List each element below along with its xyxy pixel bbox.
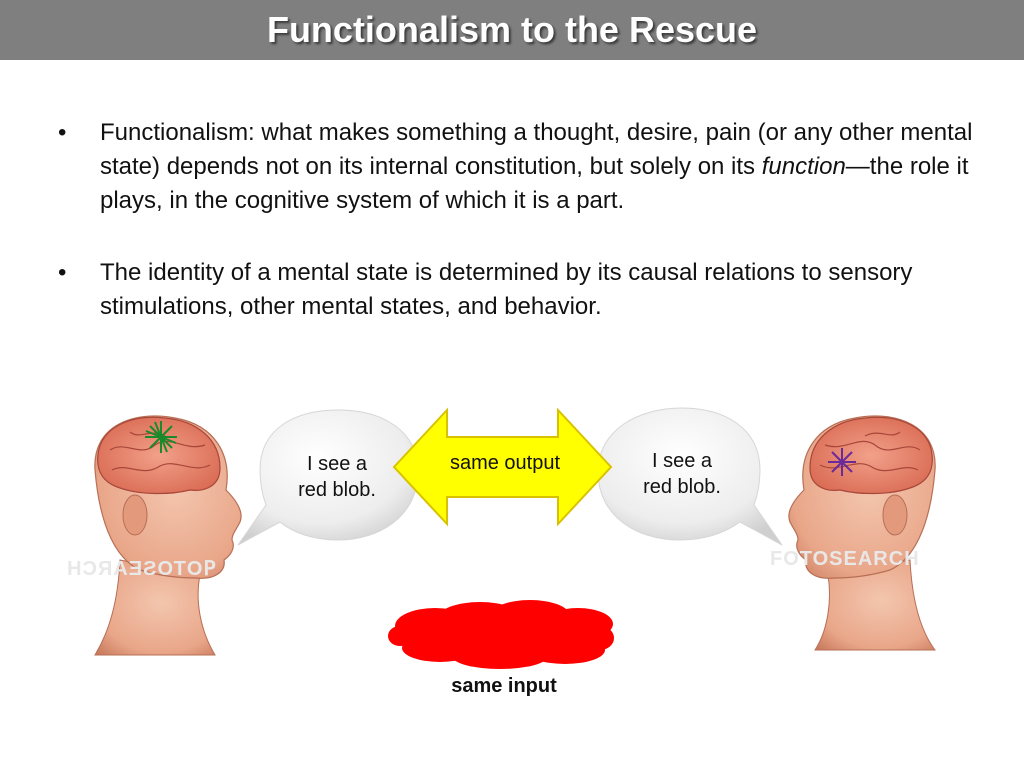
left-bubble-line-2: red blob. — [298, 479, 376, 501]
bullet-marker: • — [58, 259, 67, 286]
same-output-label: same output — [449, 452, 561, 474]
right-bubble-line-1: I see a — [651, 450, 713, 472]
left-bubble-line-1: I see a — [306, 453, 368, 475]
title-bar: Functionalism to the Rescue — [0, 0, 1024, 60]
left-speech-bubble — [237, 409, 419, 546]
slide-title: Functionalism to the Rescue — [266, 9, 758, 50]
bullet-marker: • — [58, 119, 67, 146]
bullet-item-1: • Functionalism: what makes something a … — [58, 116, 978, 218]
bullet-1-text-after: —the role it plays, in the cognitive sys… — [100, 153, 969, 214]
same-input-label: same input — [451, 675, 557, 697]
right-bubble-text: I see a red blob. — [617, 448, 747, 500]
right-star-icon — [828, 448, 856, 476]
right-head-illustration — [765, 395, 945, 655]
bullet-list: • Functionalism: what makes something a … — [58, 116, 978, 362]
right-bubble-line-2: red blob. — [643, 476, 721, 498]
bullet-2-text: The identity of a mental state is determ… — [100, 259, 913, 320]
left-star-icon — [145, 421, 177, 453]
left-watermark: ꟼOTOSEARCH — [66, 558, 216, 580]
bullet-1-emphasis: function — [761, 153, 846, 180]
right-watermark: FOTOSEARCH — [770, 548, 920, 570]
same-output-arrow — [392, 407, 613, 527]
red-blob — [388, 600, 614, 669]
left-bubble-text: I see a red blob. — [272, 451, 402, 503]
right-speech-bubble — [597, 407, 783, 546]
bullet-1-text-before: Functionalism: what makes something a th… — [100, 119, 973, 180]
bullet-item-2: • The identity of a mental state is dete… — [58, 256, 978, 324]
left-head-illustration — [64, 404, 250, 656]
